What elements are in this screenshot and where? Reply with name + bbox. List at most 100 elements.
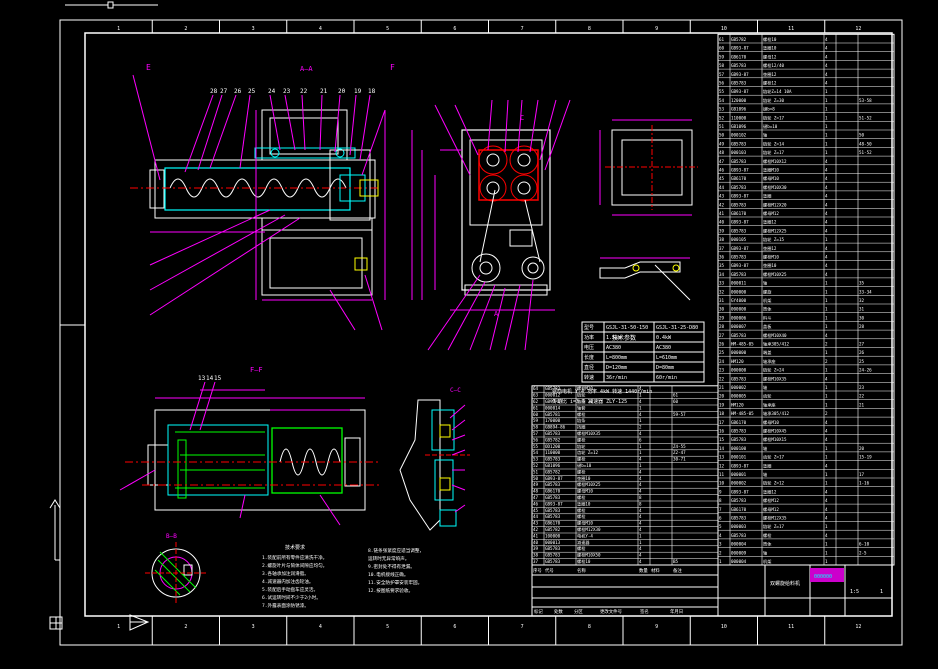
tech-note-line: 12.按图纸要求验收。 [368, 587, 413, 594]
svg-text:23: 23 [283, 88, 291, 95]
bom-cell: 4 [825, 81, 828, 86]
zoom-slider[interactable] [65, 1, 158, 9]
bom-cell: 1 [825, 394, 828, 399]
bom-cell: GB5783 [731, 81, 747, 86]
svg-text:26: 26 [234, 88, 242, 95]
bom-cell: B5 [673, 559, 679, 564]
bom-cell: 4 [825, 72, 828, 77]
title-block-footer-cell: 标记 [534, 608, 543, 615]
bom-cell: 1 [825, 298, 828, 303]
grid-number-top: 7 [521, 26, 524, 32]
section-mark-e: E [146, 63, 151, 72]
bom-cell: 30 [859, 315, 865, 320]
bom-cell: 000014 [545, 405, 561, 410]
bom-cell: 螺栓M12X30 [577, 526, 601, 533]
bom-cell: 51 [533, 469, 539, 474]
bom-cell: 4 [639, 469, 642, 474]
bom-cell: 4 [825, 220, 828, 225]
bom-cell: 15 [719, 437, 725, 442]
flange-view [599, 119, 698, 301]
bom-cell: GB5783 [731, 429, 747, 434]
bom-cell: 1 [825, 141, 828, 146]
tech-note-line: 11.安全防护罩安装牢固。 [368, 579, 422, 586]
bom-cell: GB5783 [545, 457, 561, 462]
side-view: C A [411, 99, 571, 351]
bom-cell: 000102 [731, 133, 747, 138]
bom-cell: 螺母M10 [763, 419, 779, 426]
bom-cell: GB93-87 [731, 263, 749, 268]
bom-cell: 47 [719, 159, 725, 164]
bom-cell: 齿轮 [763, 393, 772, 400]
bom-cell: GB6170 [731, 176, 747, 181]
bom-cell: 链轮 Z=15 [763, 236, 784, 243]
grid-number-top: 8 [588, 26, 591, 32]
bom-cell: 垫圈10 [577, 475, 591, 482]
bom-cell: 23 [719, 368, 725, 373]
bom-cell: GB5783 [731, 228, 747, 233]
tech-table-cell: D=120mm [606, 365, 627, 371]
bom-cell: 110000 [731, 115, 747, 120]
svg-text:22: 22 [300, 88, 308, 95]
section-view-ff: F—F 13 14 15 [119, 366, 380, 526]
bom-cell: 60 [719, 46, 725, 51]
bom-cell: GB93-87 [731, 168, 749, 173]
bom-cell: 1 [639, 540, 642, 545]
bom-cell: 000006 [731, 315, 747, 320]
bom-cell: 螺栓M10X35 [763, 375, 787, 382]
bom-cell: 盖板 [763, 323, 772, 330]
bom-cell: 1 [825, 150, 828, 155]
bom-cell: GB5781 [545, 412, 561, 417]
bom-cell: 螺栓M10X50 [577, 552, 601, 559]
grid-number-bottom: 4 [319, 624, 322, 630]
bom-cell: GB93-87 [731, 220, 749, 225]
bom-cell: 25 [719, 350, 725, 355]
grid-number-top: 2 [184, 26, 187, 32]
bom-cell: 51-52 [859, 115, 872, 120]
bom-cell: 螺栓10 [763, 36, 777, 43]
bom-cell: 4 [825, 185, 828, 190]
bom-cell: 1 [639, 444, 642, 449]
ucs-icon[interactable] [49, 499, 150, 631]
bom-cell: GB5783 [731, 272, 747, 277]
bom-cell: 64 [533, 386, 539, 391]
bom-cell: 6-10 [859, 542, 870, 547]
tech-table-cell: 转速 [584, 374, 594, 381]
bom-cell: 齿轮 Z=17 [763, 454, 784, 461]
bom-cell: 1 [825, 281, 828, 286]
bom-cell: 螺栓10 [577, 558, 591, 565]
tech-note-line: 6.试运转时间不少于2小时。 [262, 594, 321, 601]
bom-cell: 轴 [763, 280, 767, 287]
bom-cell: GB894-86 [545, 425, 566, 430]
bom-cell: GB5783 [545, 514, 561, 519]
tech-note-line: 9.密封处不得有泄漏。 [368, 563, 415, 570]
tech-table-cell: 功率 [584, 334, 594, 341]
svg-text:20: 20 [338, 88, 346, 95]
bom-cell: 1 [825, 133, 828, 138]
bom-cell: 52 [719, 115, 725, 120]
svg-text:24: 24 [268, 88, 276, 95]
bom-cell: GB1096 [731, 107, 747, 112]
grid-number-bottom: 2 [184, 624, 187, 630]
bom-cell: 螺栓M10X45 [763, 428, 787, 435]
bom-cell: GB93-87 [731, 89, 749, 94]
svg-text:28: 28 [210, 88, 218, 95]
bom-cell: 1 [825, 524, 828, 529]
tech-table-cell: L=610mm [656, 355, 677, 361]
bom-cell: 54 [719, 98, 725, 103]
bom-cell: 38 [719, 237, 725, 242]
bom-cell: GB5782 [545, 527, 561, 532]
bom-cell: 4 [639, 476, 642, 481]
bom-cell: GB6170 [545, 521, 561, 526]
bom-cell: 螺栓M10X15 [763, 436, 787, 443]
bom-cell: GB5783 [731, 159, 747, 164]
bom-cell: 000005 [731, 394, 747, 399]
title-block-header-cell: 名称 [577, 567, 586, 574]
bom-cell: GB5783 [731, 533, 747, 538]
grid-number-bottom: 9 [655, 624, 658, 630]
svg-text:19: 19 [354, 88, 362, 95]
bom-cell: 56 [719, 81, 725, 86]
